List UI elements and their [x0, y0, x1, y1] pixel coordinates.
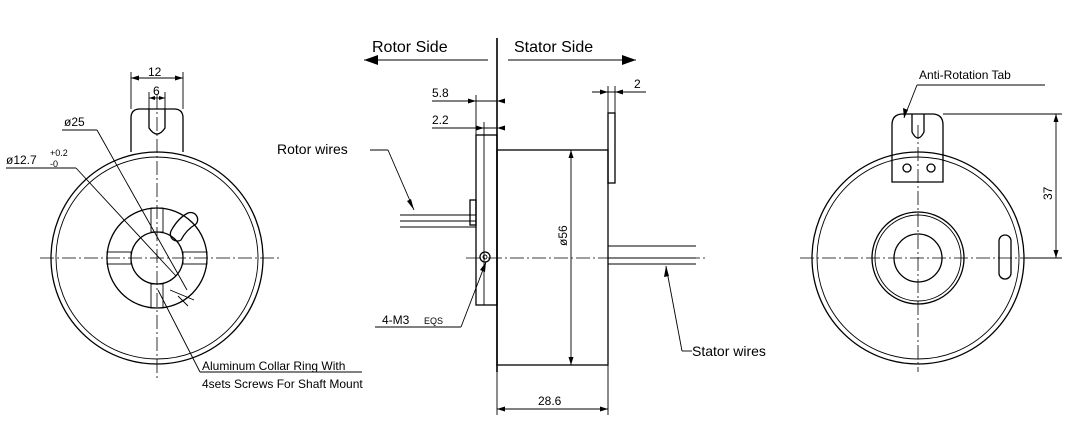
- left-front-view: 12 6 ø25 ø12.7 +0.2 -0 Aluminum Collar R…: [6, 65, 363, 391]
- dim-tab-height-label: 37: [1041, 186, 1055, 200]
- dim-tab-thickness-label: 2: [634, 77, 641, 91]
- dim-bore-dia-label: ø12.7: [6, 153, 37, 167]
- arrow: [497, 125, 505, 131]
- dim-slot-width-label: 6: [153, 84, 160, 98]
- arrow: [568, 357, 574, 365]
- arrow: [476, 125, 484, 131]
- bore-dia-leader: [75, 167, 177, 277]
- right-bore-circle: [893, 233, 943, 283]
- stator-side-label: Stator Side: [514, 39, 593, 56]
- stator-wires-arrow: [664, 266, 669, 277]
- right-hub-inner-circle: [874, 214, 962, 302]
- left-anti-rotation-tab: [130, 108, 184, 152]
- side-view: Rotor Side Stator Side Rotor wires: [277, 38, 766, 415]
- left-outer-body-inner-circle: [55, 156, 259, 360]
- stator-wires-leader: [665, 265, 683, 352]
- stator-side-arrow: [622, 55, 636, 65]
- dim-flange-offset-label: 5.8: [432, 86, 449, 100]
- set-screw-left: [106, 251, 132, 265]
- bore-arrow-mark: [169, 289, 195, 301]
- rotor-side-label: Rotor Side: [372, 39, 448, 56]
- collar-note-line2: 4sets Screws For Shaft Mount: [202, 377, 363, 391]
- collar-note-line1: Aluminum Collar Ring With: [202, 359, 345, 373]
- screw-callout-leader: [460, 261, 487, 328]
- left-tab-slot: [148, 109, 166, 135]
- collar-dia-leader: [96, 129, 188, 291]
- tab-rivet-right: [926, 163, 936, 173]
- arrow: [497, 98, 505, 104]
- stator-wires-label: Stator wires: [692, 343, 766, 359]
- arrow: [149, 96, 155, 100]
- rotor-collar: [469, 199, 477, 226]
- arrow: [615, 89, 623, 95]
- dim-bore-tol-minus: -0: [50, 159, 58, 169]
- arrow: [1053, 250, 1059, 258]
- side-screw-head: [479, 251, 491, 263]
- right-oval-slot: [998, 234, 1012, 280]
- tab-rivet-left: [902, 163, 912, 173]
- set-screw-right: [182, 251, 208, 265]
- rotor-side-arrow: [364, 55, 378, 65]
- right-tab-slot: [911, 114, 925, 139]
- right-hub-circle: [871, 211, 965, 305]
- arrow: [600, 89, 608, 95]
- arrow: [468, 98, 476, 104]
- screw-callout-arrow: [480, 262, 486, 272]
- rotor-wires-label: Rotor wires: [277, 141, 348, 157]
- arrow: [497, 406, 505, 412]
- screw-callout-suffix: EQS: [424, 316, 443, 326]
- right-anti-rotation-tab: [891, 113, 944, 183]
- arrow: [131, 75, 139, 81]
- right-rear-view: Anti-Rotation Tab 37: [800, 68, 1062, 372]
- side-screw-inner: [482, 254, 488, 260]
- anti-rotation-tab-label: Anti-Rotation Tab: [919, 68, 1011, 82]
- left-curved-slot: [169, 211, 199, 242]
- set-screw-bottom: [150, 283, 164, 309]
- anti-rotation-tab-arrow: [903, 108, 908, 118]
- left-outer-body-circle: [50, 151, 264, 365]
- screw-callout-label: 4-M3: [382, 313, 410, 327]
- arrow: [159, 96, 165, 100]
- right-outer-body-circle: [811, 151, 1025, 365]
- dim-collar-dia-label: ø25: [64, 115, 85, 129]
- dim-bore-tol-plus: +0.2: [50, 148, 68, 158]
- right-outer-body-inner-circle: [816, 156, 1020, 360]
- arrow: [600, 406, 608, 412]
- dim-tab-width-label: 12: [148, 65, 162, 79]
- collar-note-leader: [157, 289, 201, 373]
- arrow: [1053, 114, 1059, 122]
- rotor-wires-arrow: [407, 199, 414, 210]
- dim-collar-offset-label: 2.2: [432, 113, 449, 127]
- arrow: [568, 150, 574, 158]
- dim-body-dia-label: ø56: [556, 225, 570, 246]
- dim-body-length-label: 28.6: [538, 394, 562, 408]
- side-body: [496, 149, 609, 366]
- arrow: [175, 75, 183, 81]
- side-anti-rotation-tab: [607, 112, 616, 184]
- set-screw-group: [106, 207, 208, 309]
- bore-arrow-mark: [177, 295, 189, 307]
- set-screw-top: [150, 207, 164, 233]
